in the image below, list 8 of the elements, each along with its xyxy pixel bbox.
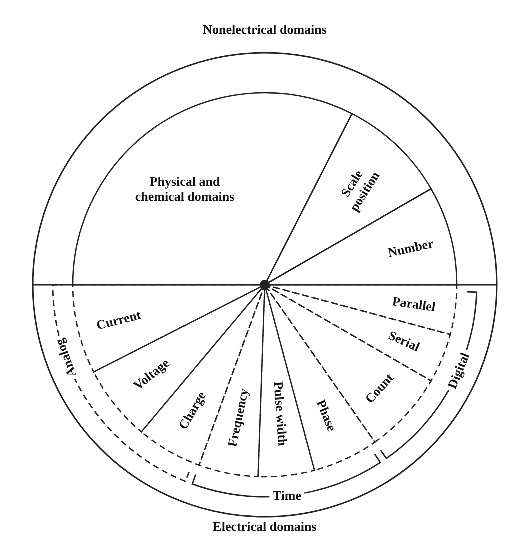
sector-label: Physical and chemical domains [134,175,236,205]
sector-label: Number [386,236,435,261]
sector-label: Parallel [391,294,436,315]
sector-label: Phase [313,398,340,434]
sector [264,113,432,286]
sector-label: Pulse width [270,381,290,447]
sector-label: Serial [386,328,422,356]
sector-label: Current [96,308,144,334]
